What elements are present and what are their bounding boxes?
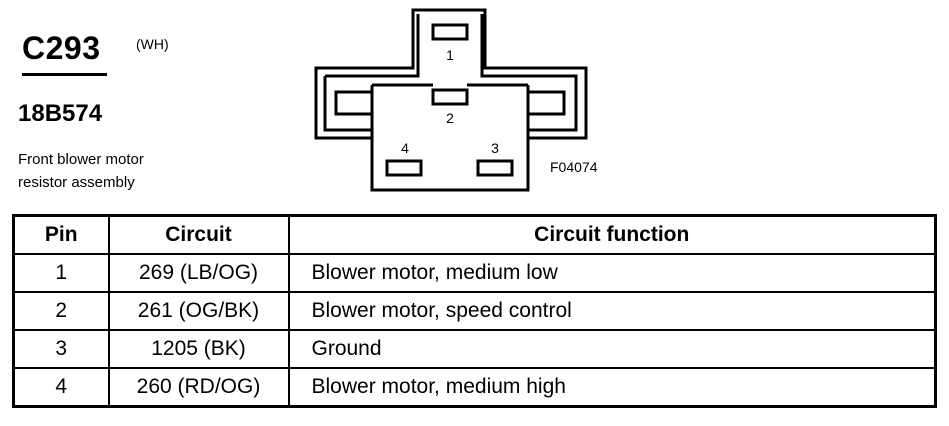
header-circuit-function: Circuit function <box>287 214 937 255</box>
table-header-row: Pin Circuit Circuit function <box>12 214 937 255</box>
pin-cell: 2 <box>12 291 110 331</box>
circuit-cell: 1205 (BK) <box>107 329 290 369</box>
pinout-table: Pin Circuit Circuit function 1 269 (LB/O… <box>12 214 937 408</box>
description-line-2: resistor assembly <box>18 174 135 191</box>
function-cell: Blower motor, medium high <box>287 367 937 408</box>
table-row: 1 269 (LB/OG) Blower motor, medium low <box>12 253 937 293</box>
pin-label-3: 3 <box>491 140 499 156</box>
header-circuit: Circuit <box>107 214 290 255</box>
connector-face-diagram: 1 2 4 3 F04074 <box>314 8 598 192</box>
table-row: 4 260 (RD/OG) Blower motor, medium high <box>12 367 937 408</box>
function-cell: Blower motor, medium low <box>287 253 937 293</box>
description-line-1: Front blower motor <box>18 151 144 168</box>
terminal-pin-2 <box>431 88 469 106</box>
housing-face-inner <box>370 83 530 190</box>
left-key-slot <box>334 90 374 116</box>
connector-id: C293 <box>22 30 101 66</box>
circuit-cell: 261 (OG/BK) <box>107 291 290 331</box>
table-row: 3 1205 (BK) Ground <box>12 329 937 369</box>
function-cell: Ground <box>287 329 937 369</box>
connector-id-underline <box>22 73 107 76</box>
pin-cell: 4 <box>12 367 110 408</box>
pin-cell: 3 <box>12 329 110 369</box>
part-number: 18B574 <box>18 100 103 127</box>
circuit-cell: 269 (LB/OG) <box>107 253 290 293</box>
table-row: 2 261 (OG/BK) Blower motor, speed contro… <box>12 291 937 331</box>
circuit-cell: 260 (RD/OG) <box>107 367 290 408</box>
connector-color: (WH) <box>136 36 169 52</box>
function-cell: Blower motor, speed control <box>287 291 937 331</box>
terminal-pin-3 <box>476 159 514 177</box>
pin-label-4: 4 <box>401 140 409 156</box>
header-pin: Pin <box>12 214 110 255</box>
pin-label-2: 2 <box>446 110 454 126</box>
terminal-pin-1 <box>431 23 469 41</box>
right-key-slot <box>526 90 566 116</box>
housing-inner-contour <box>323 14 578 132</box>
figure-id: F04074 <box>550 159 598 175</box>
pin-cell: 1 <box>12 253 110 293</box>
terminal-pin-4 <box>385 159 423 177</box>
pin-label-1: 1 <box>446 47 454 63</box>
